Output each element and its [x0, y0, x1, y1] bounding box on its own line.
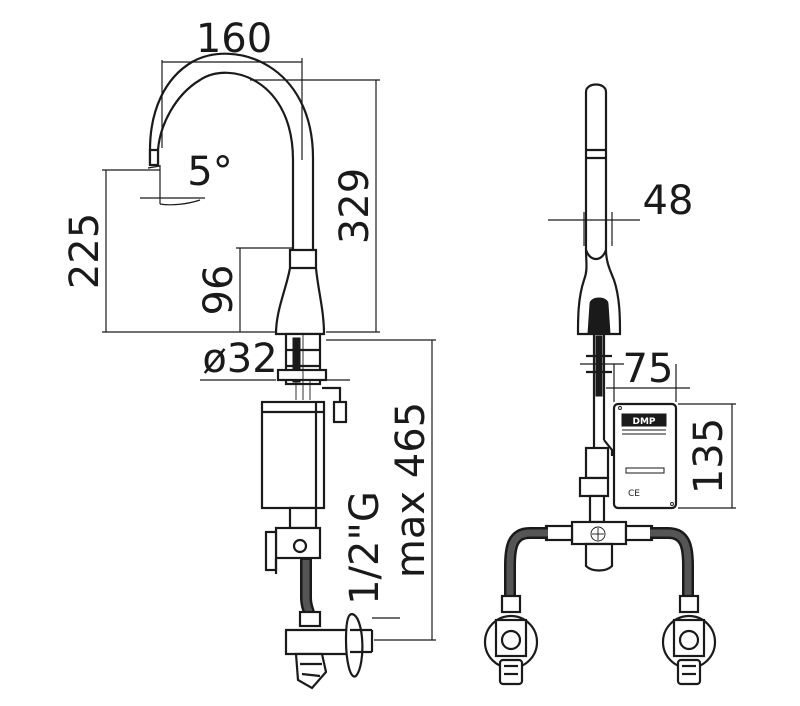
dim-135: 135 — [686, 418, 732, 494]
brand-label: DMP — [632, 417, 655, 427]
dim-160: 160 — [196, 16, 272, 62]
dim-48: 48 — [643, 178, 694, 224]
dim-96: 96 — [196, 265, 242, 316]
dim-329: 329 — [332, 168, 378, 244]
dim-75: 75 — [623, 346, 674, 392]
dim-angle: 5° — [187, 149, 232, 195]
front-view: 160 329 225 96 5° ø32 max 465 1/2"G — [62, 16, 436, 690]
dim-diameter: ø32 — [202, 336, 277, 382]
control-box — [260, 400, 326, 510]
side-view: DMP CE — [483, 83, 736, 686]
dim-225: 225 — [62, 213, 108, 289]
cable-plug — [332, 400, 348, 424]
dim-max-465: max 465 — [388, 402, 434, 578]
dim-thread: 1/2"G — [342, 491, 388, 605]
ce-mark: CE — [628, 489, 640, 499]
